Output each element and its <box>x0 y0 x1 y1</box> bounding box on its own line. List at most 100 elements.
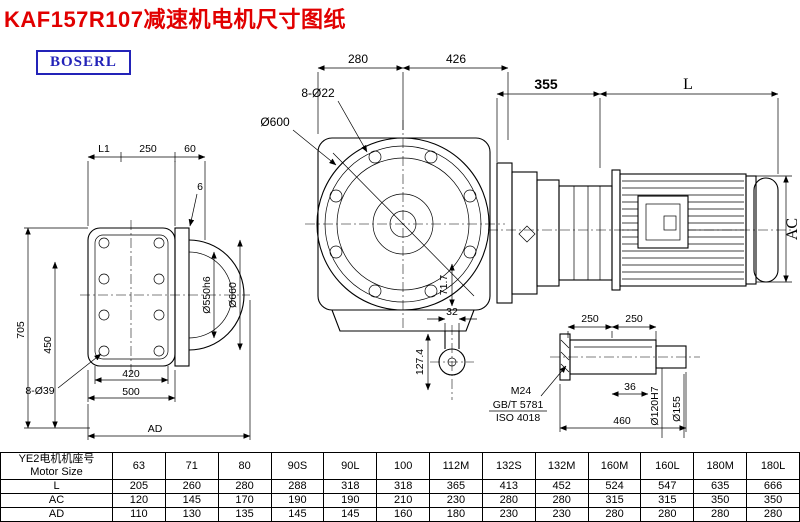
dim-127-4: 127.4 <box>414 349 426 375</box>
motor-size-header-cn: YE2电机机座号 <box>18 453 95 466</box>
dim-500: 500 <box>122 386 140 398</box>
dimension-drawing: L1 250 60 6 Ø550h6 Ø660 705 450 8- <box>15 52 800 440</box>
dim-426: 426 <box>446 52 466 66</box>
dim-250: 250 <box>139 143 157 155</box>
bolt-hole <box>153 345 165 357</box>
fan-ring <box>745 175 757 285</box>
label-ISO4018: ISO 4018 <box>496 412 541 424</box>
size-cell: 280 <box>640 507 695 522</box>
column-header: 112M <box>429 452 483 480</box>
column-header: 90L <box>323 452 378 480</box>
dim-450: 450 <box>42 336 54 354</box>
size-cell: 260 <box>164 479 219 494</box>
size-cell: 452 <box>534 479 589 494</box>
size-cell: 190 <box>270 493 325 508</box>
size-cell: 288 <box>270 479 325 494</box>
size-cell: 130 <box>164 507 219 522</box>
label-GBT5781: GB/T 5781 <box>493 399 544 411</box>
bolt-hole <box>424 150 438 164</box>
size-cell: 110 <box>112 507 166 522</box>
size-cell: 180 <box>429 507 483 522</box>
size-cell: 280 <box>587 507 642 522</box>
housing-sump <box>331 309 475 332</box>
bolt-hole <box>463 189 477 203</box>
size-cell: 160 <box>376 507 431 522</box>
front-view: 280 426 8-Ø22 Ø600 71.7 3 <box>260 52 509 400</box>
size-cell: 145 <box>164 493 219 508</box>
bolt-hole <box>98 309 110 321</box>
column-header: 80 <box>217 452 272 480</box>
dim-460: 460 <box>613 415 631 427</box>
motor-side-view: 355 L AC <box>488 76 800 304</box>
section-symbol <box>518 225 536 243</box>
size-cell: 365 <box>429 479 483 494</box>
dim-d155: Ø155 <box>671 396 683 422</box>
bolt-hole <box>98 237 110 249</box>
dim-AD: AD <box>148 423 163 435</box>
bolt-hole <box>329 245 343 259</box>
dim-6: 6 <box>197 181 203 193</box>
column-header: 71 <box>164 452 219 480</box>
size-cell: 350 <box>746 493 800 508</box>
size-cell: 350 <box>693 493 748 508</box>
column-header: 132M <box>534 452 589 480</box>
column-header: 180M <box>693 452 748 480</box>
size-cell: 145 <box>323 507 378 522</box>
dim-8d39: 8-Ø39 <box>25 385 54 397</box>
bolt-hole <box>368 150 382 164</box>
size-cell: 280 <box>534 493 589 508</box>
housing-bulge <box>188 239 245 351</box>
row-label: L <box>0 479 113 494</box>
brand-logo: BOSERL <box>36 50 131 75</box>
size-cell: 666 <box>746 479 800 494</box>
dim-AC: AC <box>784 218 800 240</box>
dim-280: 280 <box>348 52 368 66</box>
dim-d550h6: Ø550h6 <box>201 276 213 314</box>
size-cell: 635 <box>693 479 748 494</box>
gearbox-body <box>558 185 613 281</box>
column-header: 63 <box>112 452 166 480</box>
size-cell: 280 <box>693 507 748 522</box>
column-header: 160M <box>587 452 642 480</box>
bolt-hole <box>153 309 165 321</box>
bolt-hole <box>329 189 343 203</box>
row-label: AD <box>0 507 113 522</box>
column-header: 100 <box>376 452 431 480</box>
dim-L1: L1 <box>98 143 110 155</box>
size-cell: 318 <box>376 479 431 494</box>
label-M24: M24 <box>511 385 532 397</box>
dim-d660: Ø660 <box>227 282 239 308</box>
bolt-hole <box>153 273 165 285</box>
dim-60: 60 <box>184 143 196 155</box>
size-cell: 210 <box>376 493 431 508</box>
size-cell: 230 <box>481 507 536 522</box>
dim-L: L <box>683 76 693 93</box>
size-cell: 315 <box>640 493 695 508</box>
size-cell: 413 <box>481 479 536 494</box>
motor-size-header: YE2电机机座号 Motor Size <box>0 452 113 480</box>
size-cell: 120 <box>112 493 166 508</box>
dim-355: 355 <box>534 76 558 92</box>
size-cell: 230 <box>429 493 483 508</box>
size-cell: 230 <box>534 507 589 522</box>
dim-d600: Ø600 <box>260 115 290 129</box>
size-cell: 280 <box>746 507 800 522</box>
output-flange <box>496 162 513 304</box>
motor-size-header-en: Motor Size <box>30 466 83 478</box>
shaft-detail: 250 250 M24 GB/T 5781 ISO 4018 36 460 Ø1… <box>489 313 700 438</box>
column-header: 160L <box>640 452 695 480</box>
bolt-hole <box>368 284 382 298</box>
size-cell: 135 <box>217 507 272 522</box>
bolt-hole <box>424 284 438 298</box>
dim-705: 705 <box>15 321 27 339</box>
size-cell: 205 <box>112 479 166 494</box>
dim-36: 36 <box>624 381 636 393</box>
size-cell: 315 <box>587 493 642 508</box>
dim-d120H7: Ø120H7 <box>649 386 661 425</box>
column-header: 90S <box>270 452 325 480</box>
dim-32: 32 <box>446 306 458 318</box>
